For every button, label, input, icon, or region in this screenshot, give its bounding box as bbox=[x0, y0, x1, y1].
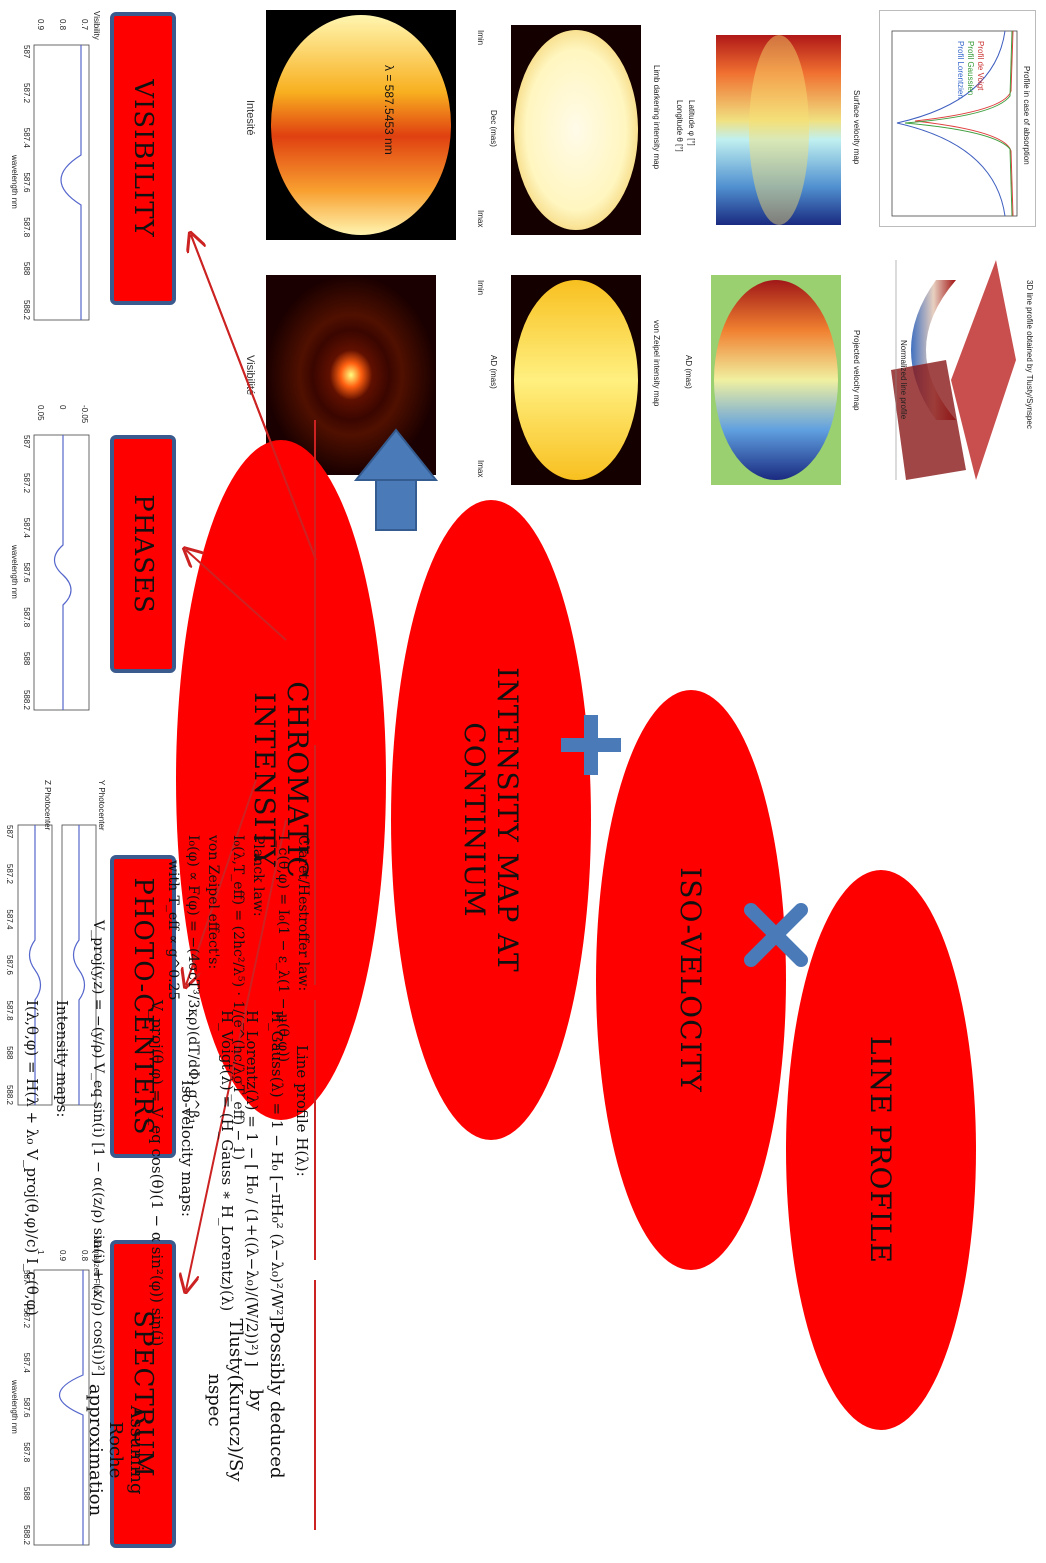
planck-title: Planck law: bbox=[250, 835, 266, 917]
planck-formula: I₀(λ,T_eff) = (2hc²/λ⁵) · 1/(e^(hc/λσT_e… bbox=[230, 835, 246, 1161]
line-profile-plot: Profile in case of absorption Profil de … bbox=[879, 10, 1036, 227]
claret-title: Claret/Hestroffer law: bbox=[295, 835, 311, 992]
visibility-label: VISIBILITY bbox=[128, 79, 158, 238]
vproj2-formula: V_proj(y,z) = −(y/ρ) V_eq sin(i) [1 − α(… bbox=[90, 920, 106, 1377]
ph-ytick-2: 0 bbox=[58, 405, 67, 410]
sp-ytick-1: 0.8 bbox=[80, 1250, 89, 1262]
sp-xtick: 587.6 bbox=[22, 1397, 31, 1418]
vis-ytick-2: 0.8 bbox=[58, 19, 67, 31]
possibly-line-3: Tlusty(Kurucz)/Sy bbox=[224, 1318, 246, 1482]
visibility-pattern bbox=[266, 275, 436, 475]
line-profile-title: Line profile H(λ): bbox=[293, 1045, 311, 1177]
ph-xlabel: wavelength nm bbox=[10, 545, 19, 599]
phases-curve bbox=[33, 434, 90, 711]
vis-ytick-1: 0.7 bbox=[80, 19, 89, 31]
intensity-disc bbox=[271, 15, 451, 235]
ph-ytick-3: 0.05 bbox=[36, 405, 45, 421]
plus-icon bbox=[561, 715, 621, 775]
sp-xtick: 587.8 bbox=[22, 1442, 31, 1463]
vproj1-formula: V_proj(θ,φ) = V_eq cos(θ)(1 − α sin²(φ))… bbox=[148, 1000, 166, 1347]
vis-xlabel: wavelength nm bbox=[10, 155, 19, 209]
teff-formula: with T_eff ∝ g^0.25 bbox=[165, 860, 181, 1001]
assuming-note: Assuming Roche approximation bbox=[84, 1360, 147, 1540]
3d-line-profile-plot: 3D line profile obtained by Tlusty/Synsp… bbox=[881, 240, 1036, 500]
vis-xtick: 587.4 bbox=[22, 127, 31, 148]
separator-2 bbox=[314, 1000, 316, 1260]
surface-velocity-image bbox=[716, 35, 841, 225]
possibly-note: Possibly deduced by Tlusty(Kurucz)/Sy ns… bbox=[203, 1300, 287, 1500]
vis-xtick: 588 bbox=[22, 261, 31, 276]
ph-xtick: 587.4 bbox=[22, 517, 31, 538]
possibly-line-4: nspec bbox=[203, 1373, 225, 1427]
chromatic-formula: I(λ,θ,φ) = H(λ + λ₀ V_proj(θ,φ)/c) I_c(θ… bbox=[23, 1000, 41, 1316]
separator-4 bbox=[314, 420, 316, 720]
visibility-curve bbox=[33, 44, 90, 321]
ph-xtick: 587.6 bbox=[22, 562, 31, 583]
pc-xtick: 587 bbox=[5, 825, 14, 839]
profile-curves bbox=[891, 30, 1018, 217]
sp-ytick-2: 0.9 bbox=[58, 1250, 67, 1262]
spectrum-curve bbox=[33, 1269, 90, 1546]
vis-ytick-3: 0.9 bbox=[36, 19, 45, 31]
possibly-line-1: Possibly deduced bbox=[266, 1321, 287, 1479]
vis-xtick: 587 bbox=[22, 45, 31, 59]
assuming-line-1: Assuming bbox=[126, 1405, 147, 1495]
intensity-maps-title: Intensity maps: bbox=[53, 1000, 71, 1118]
claret-formula: I_c(θ,φ) = I₀(1 − ε_λ(1 − μ(θ,φ)) bbox=[275, 835, 291, 1063]
assuming-line-2: Roche bbox=[105, 1421, 127, 1479]
ph-xtick: 588.2 bbox=[22, 689, 31, 710]
pc-xtick: 587.6 bbox=[5, 954, 14, 975]
pc-xtick: 587.2 bbox=[5, 863, 14, 884]
vonzeipel-formula: I₀(φ) ∝ F(φ) = −(4σcT³/3κρ)(dT/dΦ) g^β₁ bbox=[185, 835, 201, 1125]
vis-xtick: 587.8 bbox=[22, 217, 31, 238]
sp-xlabel: wavelength nm bbox=[10, 1380, 19, 1434]
3d-surface bbox=[891, 260, 1016, 480]
visibility-image bbox=[266, 275, 436, 475]
pc-xticks: 587 587.2 587.4 587.6 587.8 588 588.2 bbox=[5, 825, 14, 1105]
phases-label: PHASES bbox=[128, 494, 158, 614]
visibility-box: VISIBILITY bbox=[110, 12, 176, 305]
ph-xtick: 587.2 bbox=[22, 473, 31, 494]
ph-xticks: 587 587.2 587.4 587.6 587.8 588 588.2 bbox=[22, 435, 31, 710]
vis-xticks: 587 587.2 587.4 587.6 587.8 588 588.2 bbox=[22, 45, 31, 320]
ph-xtick: 587 bbox=[22, 435, 31, 449]
ph-xtick: 588 bbox=[22, 651, 31, 666]
sp-xtick: 588.2 bbox=[22, 1524, 31, 1545]
down-arrow-icon bbox=[353, 428, 439, 531]
surface-velocity-map: Surface velocity map Latitude φ [°] Long… bbox=[671, 10, 861, 250]
limb-image bbox=[511, 25, 641, 235]
assuming-line-3: approximation bbox=[84, 1383, 106, 1517]
pc-xtick: 588 bbox=[5, 1046, 14, 1060]
vis-xtick: 588.2 bbox=[22, 299, 31, 320]
ph-xtick: 587.8 bbox=[22, 607, 31, 628]
projected-velocity-map: Projected velocity map AD (mas) bbox=[671, 260, 861, 500]
von-zeipel-map: von Zeipel intensity map AD (mas) Imin I… bbox=[471, 260, 661, 500]
ph-ytick-1: -0.05 bbox=[80, 405, 89, 424]
sp-xtick: 588 bbox=[22, 1486, 31, 1501]
multiply-icon bbox=[744, 903, 808, 967]
separator-3 bbox=[314, 745, 316, 985]
projected-velocity-image bbox=[711, 275, 841, 485]
vis-xtick: 587.2 bbox=[22, 83, 31, 104]
vis-xtick: 587.6 bbox=[22, 172, 31, 193]
vonzeipel-label: von Zeipel effect's: bbox=[205, 835, 221, 970]
vonzeipel-image bbox=[511, 275, 641, 485]
pc-xtick: 588.2 bbox=[5, 1084, 14, 1105]
phases-box: PHASES bbox=[110, 435, 176, 673]
sp-xtick: 587.4 bbox=[22, 1352, 31, 1373]
limb-darkening-map: Limb darkening intensity map Dec (mas) I… bbox=[471, 10, 661, 250]
intensity-image: λ = 587.5453 nm bbox=[266, 10, 456, 240]
possibly-line-2: by bbox=[245, 1389, 267, 1411]
photocenter-curves bbox=[17, 824, 97, 1106]
pc-xtick: 587.4 bbox=[5, 909, 14, 930]
separator-1 bbox=[314, 1280, 316, 1530]
pc-xtick: 587.8 bbox=[5, 1000, 14, 1021]
